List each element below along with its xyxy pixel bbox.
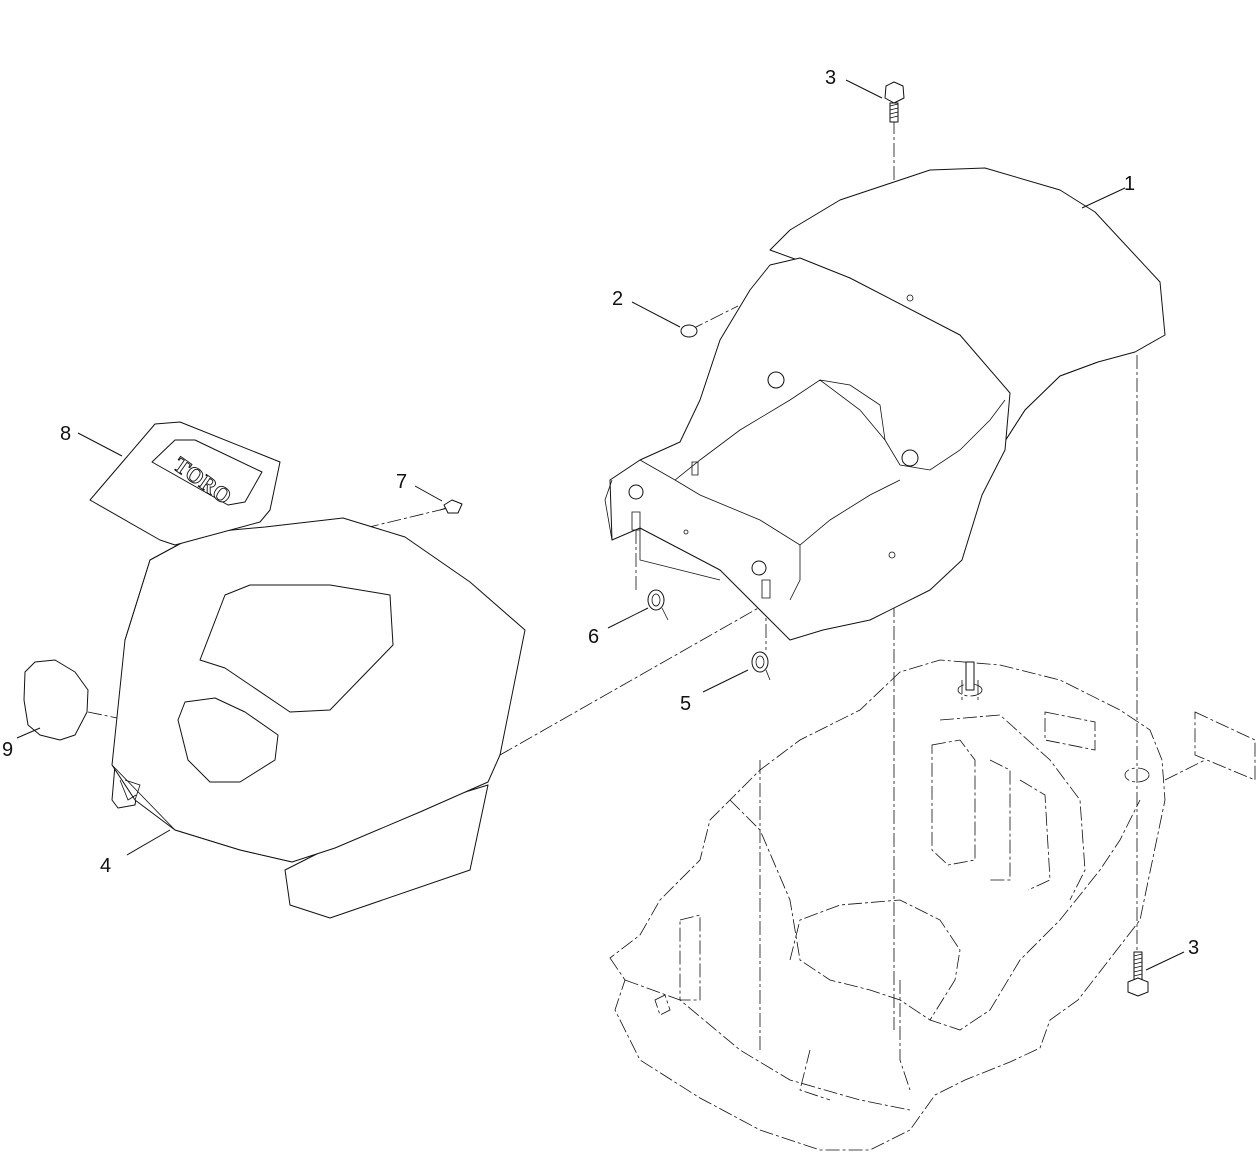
centerline-plug xyxy=(689,305,739,331)
callout-1: 1 xyxy=(1124,173,1135,195)
bracket-nut-4 xyxy=(751,560,767,576)
leader-6 xyxy=(607,607,649,629)
leader-9 xyxy=(16,727,41,739)
callout-8: 8 xyxy=(60,423,71,445)
part-9-lens xyxy=(23,659,89,741)
part-3-bolt-top xyxy=(884,81,905,123)
callout-3-top: 3 xyxy=(825,67,836,89)
callout-4: 4 xyxy=(100,855,111,877)
leader-1 xyxy=(1081,187,1126,209)
callout-2: 2 xyxy=(612,288,623,310)
part-7-screw xyxy=(439,499,463,514)
leader-lines xyxy=(16,79,1185,971)
bracket-plate xyxy=(604,257,1011,641)
callout-5: 5 xyxy=(680,693,691,715)
part-3-bolt-bottom xyxy=(1127,951,1149,997)
centerline-hood-to-bracket xyxy=(499,589,791,756)
callout-6: 6 xyxy=(588,626,599,648)
bracket-nut-1 xyxy=(767,371,785,389)
part-8-emblem: TORO xyxy=(89,421,281,546)
centerline-screw xyxy=(364,507,449,529)
leader-4 xyxy=(126,829,171,856)
base-stud xyxy=(965,661,975,691)
leader-3-top xyxy=(845,79,883,99)
cover-hole xyxy=(906,294,914,302)
decal xyxy=(1194,711,1256,781)
leader-3-bottom xyxy=(1145,951,1185,971)
centerline-decal xyxy=(1164,759,1206,781)
base-housing xyxy=(609,659,1166,1151)
leader-2 xyxy=(631,301,681,328)
leader-5 xyxy=(702,669,749,693)
part-5-spring xyxy=(751,651,771,681)
part-6-spring xyxy=(647,589,669,621)
callout-3-bottom: 3 xyxy=(1188,937,1199,959)
leader-8 xyxy=(77,432,123,457)
leader-7 xyxy=(414,485,443,502)
callout-labels: 1 2 3 3 4 5 6 7 8 9 xyxy=(2,67,1199,959)
part-4-hood xyxy=(111,517,526,919)
callout-7: 7 xyxy=(396,471,407,493)
bracket-nut-2 xyxy=(901,449,919,467)
callout-9: 9 xyxy=(2,739,13,761)
part-2-plug xyxy=(680,324,698,338)
bracket-nut-3 xyxy=(628,484,644,500)
